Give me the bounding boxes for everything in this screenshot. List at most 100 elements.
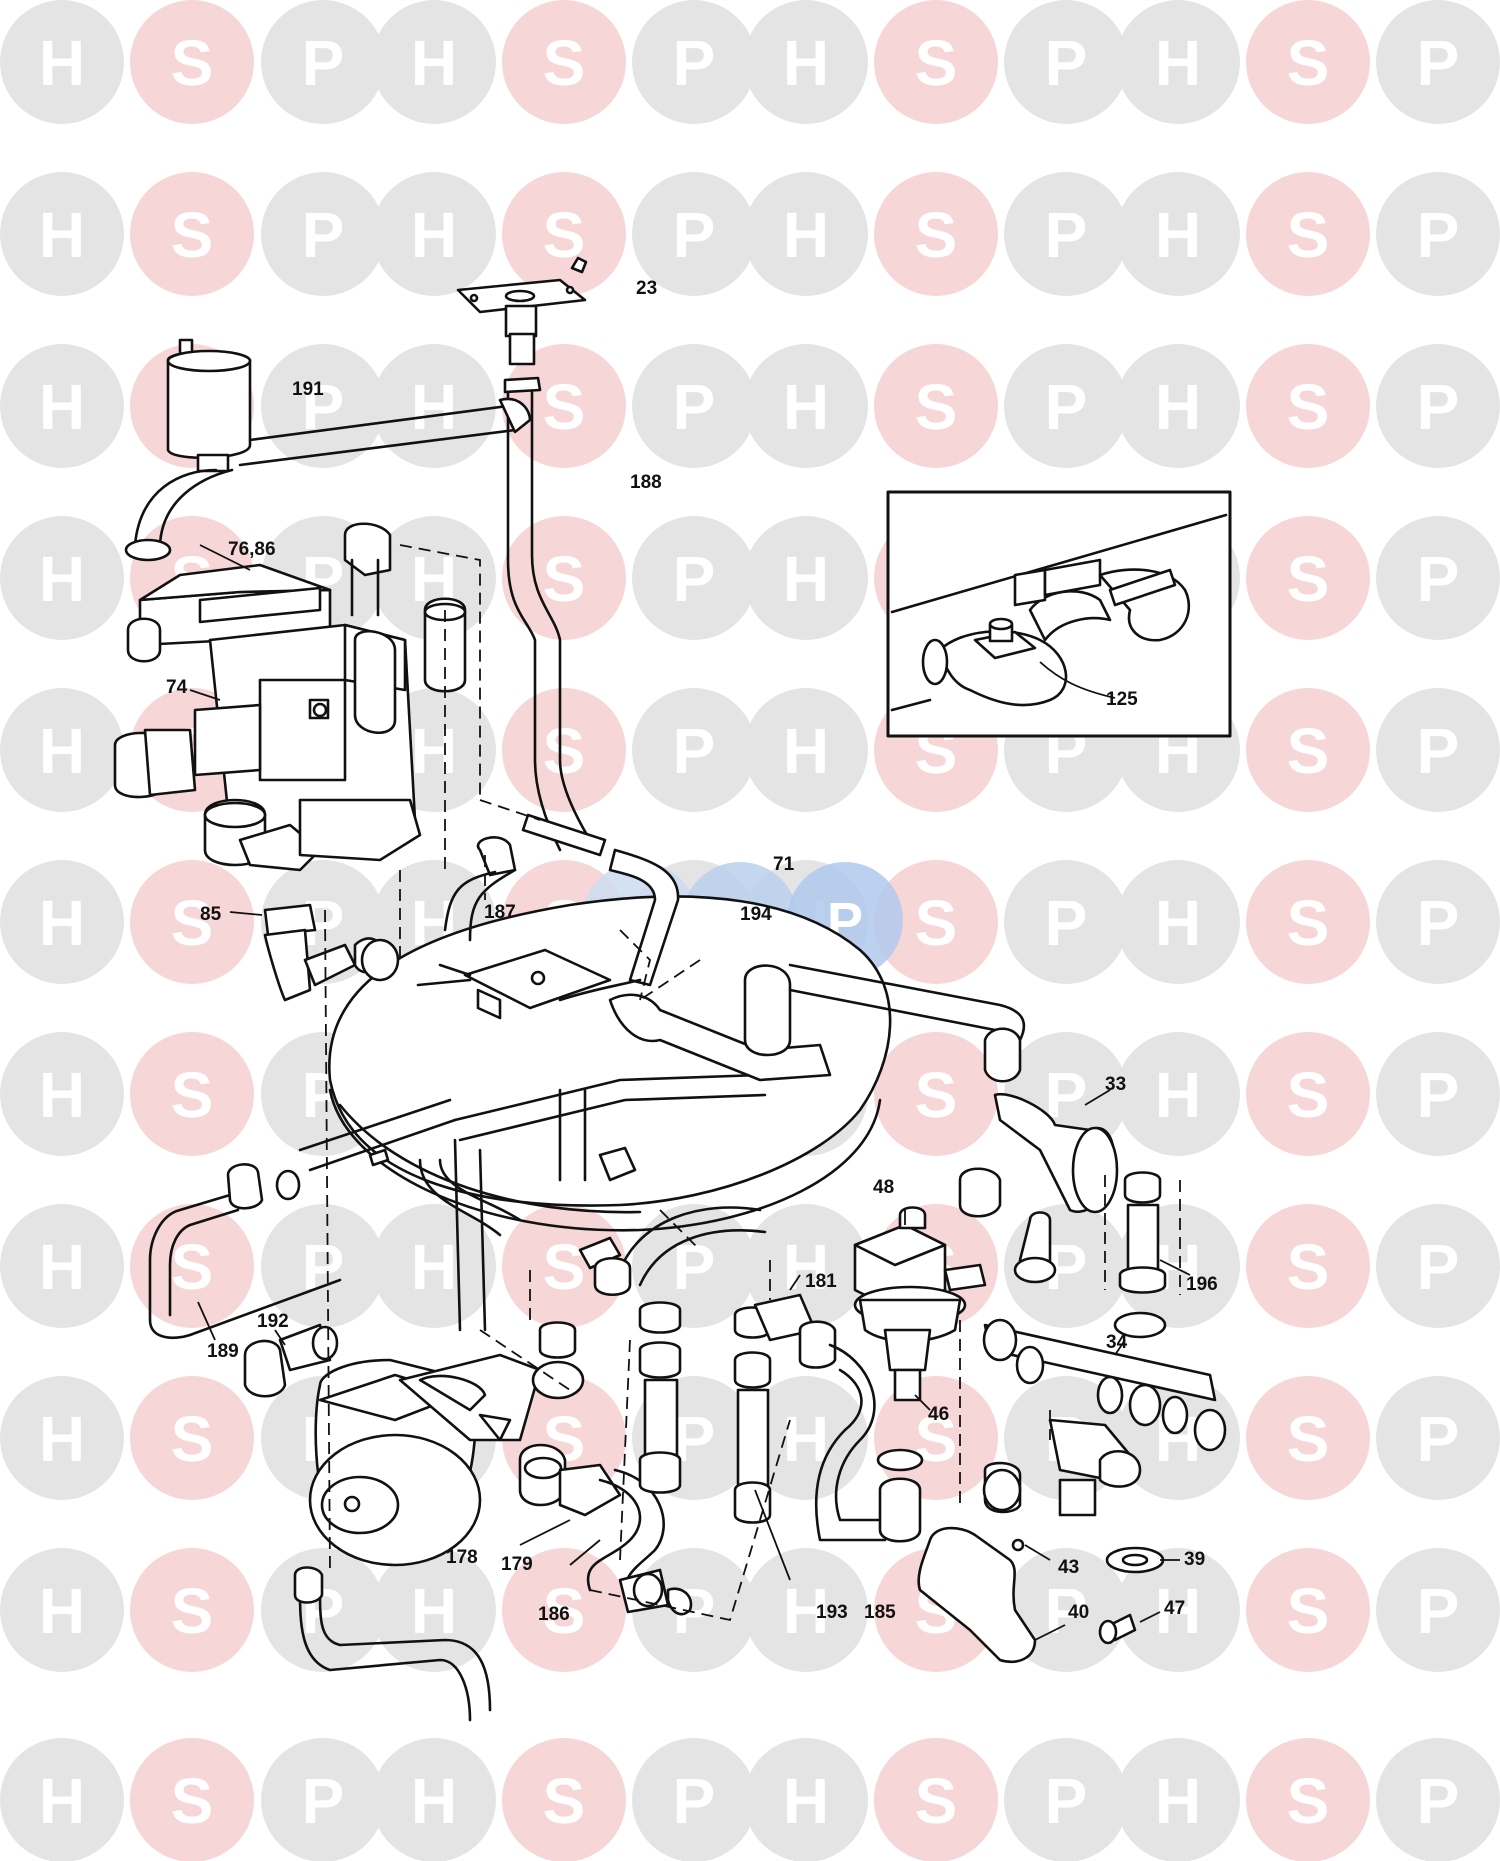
watermark-circle — [1116, 172, 1240, 296]
watermark-circle — [632, 0, 756, 124]
watermark-circle — [0, 1738, 124, 1861]
watermark-letter: H — [783, 1765, 829, 1837]
watermark-letter: S — [543, 371, 586, 443]
watermark-circle — [1116, 344, 1240, 468]
watermark-letter: H — [1155, 199, 1201, 271]
watermark-letter: S — [915, 371, 958, 443]
watermark-letter: H — [411, 1765, 457, 1837]
filters-193 — [531, 1301, 791, 1581]
watermark-circle — [632, 172, 756, 296]
watermark-circle — [744, 516, 868, 640]
part-label-47: 47 — [1164, 1598, 1185, 1619]
part-label-74: 74 — [166, 677, 188, 698]
watermark-circle — [130, 0, 254, 124]
watermark-circle — [1004, 860, 1128, 984]
watermark-letter: S — [543, 1575, 586, 1647]
watermark-letter: H — [39, 199, 85, 271]
watermark-letter: S — [1287, 1765, 1330, 1837]
watermark-circle — [1376, 172, 1500, 296]
watermark-letter: P — [673, 371, 716, 443]
watermark-letter: H — [411, 1575, 457, 1647]
part-label-196: 196 — [1186, 1274, 1218, 1295]
watermark-letter: H — [39, 543, 85, 615]
part-label-186: 186 — [538, 1604, 570, 1625]
watermark-letter: P — [673, 199, 716, 271]
watermark-letter: P — [302, 27, 345, 99]
watermark-circle — [1246, 516, 1370, 640]
watermark-circle — [0, 516, 124, 640]
watermark-letter: S — [1287, 371, 1330, 443]
watermark-circle — [261, 1738, 385, 1861]
watermark-circle — [130, 172, 254, 296]
watermark-circle — [1376, 1376, 1500, 1500]
part-label-178: 178 — [446, 1547, 478, 1568]
part-label-71: 71 — [773, 854, 795, 875]
watermark-circle — [1246, 1032, 1370, 1156]
watermark-circle — [0, 0, 124, 124]
watermark-circle — [130, 1738, 254, 1861]
watermark-letter: S — [543, 1231, 586, 1303]
watermark-letter: S — [915, 1765, 958, 1837]
watermark-letter: H — [39, 887, 85, 959]
watermark-letter: H — [411, 199, 457, 271]
watermark-circle — [1116, 1548, 1240, 1672]
watermark-circle — [1116, 0, 1240, 124]
watermark-circle — [261, 0, 385, 124]
watermark-letter: P — [1045, 371, 1088, 443]
watermark-circle — [744, 1376, 868, 1500]
watermark-circle — [744, 344, 868, 468]
watermark-circle — [874, 344, 998, 468]
watermark-letter: H — [411, 27, 457, 99]
watermark-letter: S — [1287, 27, 1330, 99]
watermark-letter: H — [411, 1231, 457, 1303]
part-label-34: 34 — [1106, 1332, 1128, 1353]
watermark-circle — [1116, 1738, 1240, 1861]
part-label-193: 193 — [816, 1602, 848, 1623]
pipe-189 — [148, 1163, 342, 1341]
watermark-letter: S — [915, 199, 958, 271]
watermark-circle — [0, 1204, 124, 1328]
watermark-circle — [372, 0, 496, 124]
part-label-189: 189 — [207, 1341, 239, 1362]
hose-71 — [443, 813, 680, 1002]
watermark-letter: H — [783, 543, 829, 615]
watermark-circle — [261, 1548, 385, 1672]
part-label-85: 85 — [200, 904, 222, 925]
part-label-181: 181 — [805, 1271, 837, 1292]
valve-85 — [229, 903, 492, 1722]
watermark-circle — [1376, 688, 1500, 812]
watermark-letter: H — [783, 199, 829, 271]
watermark-letter: P — [1417, 715, 1460, 787]
part-label-185: 185 — [864, 1602, 896, 1623]
watermark-letter: H — [1155, 27, 1201, 99]
watermark-letter: S — [171, 1231, 214, 1303]
watermark-circle — [261, 344, 385, 468]
watermark-letter: H — [783, 1403, 829, 1475]
watermark-letter: P — [1045, 887, 1088, 959]
watermark-circle — [1246, 688, 1370, 812]
watermark-letter: H — [411, 715, 457, 787]
watermark-letter: S — [1287, 543, 1330, 615]
gas-valve-assembly — [113, 522, 467, 872]
watermark-letter: H — [1155, 887, 1201, 959]
part-label-179: 179 — [501, 1554, 533, 1575]
watermark-circle — [0, 344, 124, 468]
watermark-letter: H — [1155, 1231, 1201, 1303]
watermark-letter: H — [783, 371, 829, 443]
watermark-letter: H — [39, 1059, 85, 1131]
part-label-39: 39 — [1184, 1549, 1205, 1570]
watermark-circle — [632, 688, 756, 812]
watermark-circle — [1004, 1738, 1128, 1861]
watermark-letter: H — [39, 1231, 85, 1303]
watermark-circle — [1376, 860, 1500, 984]
watermark-letter: H — [783, 1575, 829, 1647]
watermark-circle — [744, 1738, 868, 1861]
watermark-circle — [130, 1204, 254, 1328]
watermark-letter: H — [39, 371, 85, 443]
watermark-letter: P — [1045, 27, 1088, 99]
watermark-circle — [502, 1548, 626, 1672]
watermark-circle — [0, 1376, 124, 1500]
watermark-circle — [1246, 172, 1370, 296]
part-label-40: 40 — [1068, 1602, 1089, 1623]
watermark-circle — [502, 688, 626, 812]
